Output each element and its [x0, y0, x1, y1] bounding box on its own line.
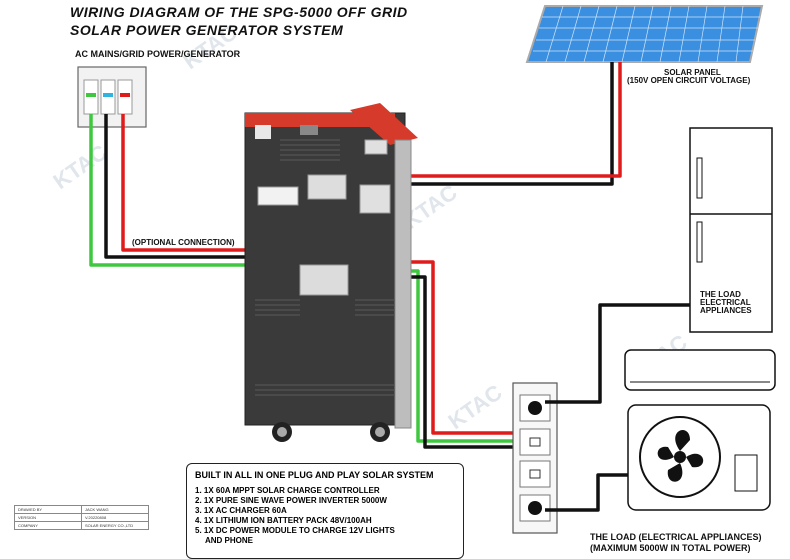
load-label: THE LOAD	[700, 290, 741, 300]
meta-key: COMPANY	[14, 521, 82, 530]
info-item: AND PHONE	[205, 536, 254, 545]
meta-row: DRAWED BY JACK WANG	[14, 505, 149, 514]
solar-panel-label: SOLAR PANEL	[664, 68, 721, 77]
diagram-title-line2: SOLAR POWER GENERATOR SYSTEM	[70, 22, 344, 38]
air-conditioner-outdoor	[627, 404, 771, 511]
diagram-title-line1: WIRING DIAGRAM OF THE SPG-5000 OFF GRID	[70, 4, 408, 20]
ac-mains-label: AC MAINS/GRID POWER/GENERATOR	[75, 49, 241, 59]
bottom-load-label: THE LOAD (ELECTRICAL APPLIANCES)	[590, 532, 762, 542]
solar-generator-cabinet	[244, 103, 418, 442]
meta-key: DRAWED BY	[14, 505, 82, 514]
meta-value: V.20220808	[81, 513, 149, 522]
optional-connection-label: (OPTIONAL CONNECTION)	[132, 238, 235, 247]
info-item: 1. 1X 60A MPPT SOLAR CHARGE CONTROLLER	[195, 486, 380, 495]
meta-value: SOLAR ENERGY CO.,LTD	[81, 521, 149, 530]
info-item: 5. 1X DC POWER MODULE TO CHARGE 12V LIGH…	[195, 526, 395, 535]
meta-row: VERSION V.20220808	[14, 513, 149, 522]
info-heading: BUILT IN ALL IN ONE PLUG AND PLAY SOLAR …	[195, 470, 434, 480]
drawing-meta-table: DRAWED BY JACK WANG VERSION V.20220808 C…	[14, 505, 149, 530]
air-conditioner-indoor	[624, 349, 776, 391]
info-item: 4. 1X LITHIUM ION BATTERY PACK 48V/100AH	[195, 516, 372, 525]
bottom-load-power-label: (MAXIMUM 5000W IN TOTAL POWER)	[590, 543, 751, 553]
watermark: KTAC	[444, 379, 507, 434]
watermark: KTAC	[49, 139, 112, 194]
load-appliances-label: APPLIANCES	[700, 306, 752, 316]
load-electrical-label: ELECTRICAL	[700, 298, 751, 308]
info-item: 3. 1X AC CHARGER 60A	[195, 506, 287, 515]
load-wires	[545, 303, 697, 512]
output-socket-panel	[512, 382, 558, 534]
ac-mains-breaker-box	[77, 66, 147, 128]
solar-panel	[525, 5, 764, 63]
solar-panel-voltage-label: (150V OPEN CIRCUIT VOLTAGE)	[627, 76, 751, 85]
info-item: 2. 1X PURE SINE WAVE POWER INVERTER 5000…	[195, 496, 387, 505]
meta-value: JACK WANG	[81, 505, 149, 514]
system-info-box: BUILT IN ALL IN ONE PLUG AND PLAY SOLAR …	[186, 463, 464, 559]
meta-row: COMPANY SOLAR ENERGY CO.,LTD	[14, 521, 149, 530]
meta-key: VERSION	[14, 513, 82, 522]
